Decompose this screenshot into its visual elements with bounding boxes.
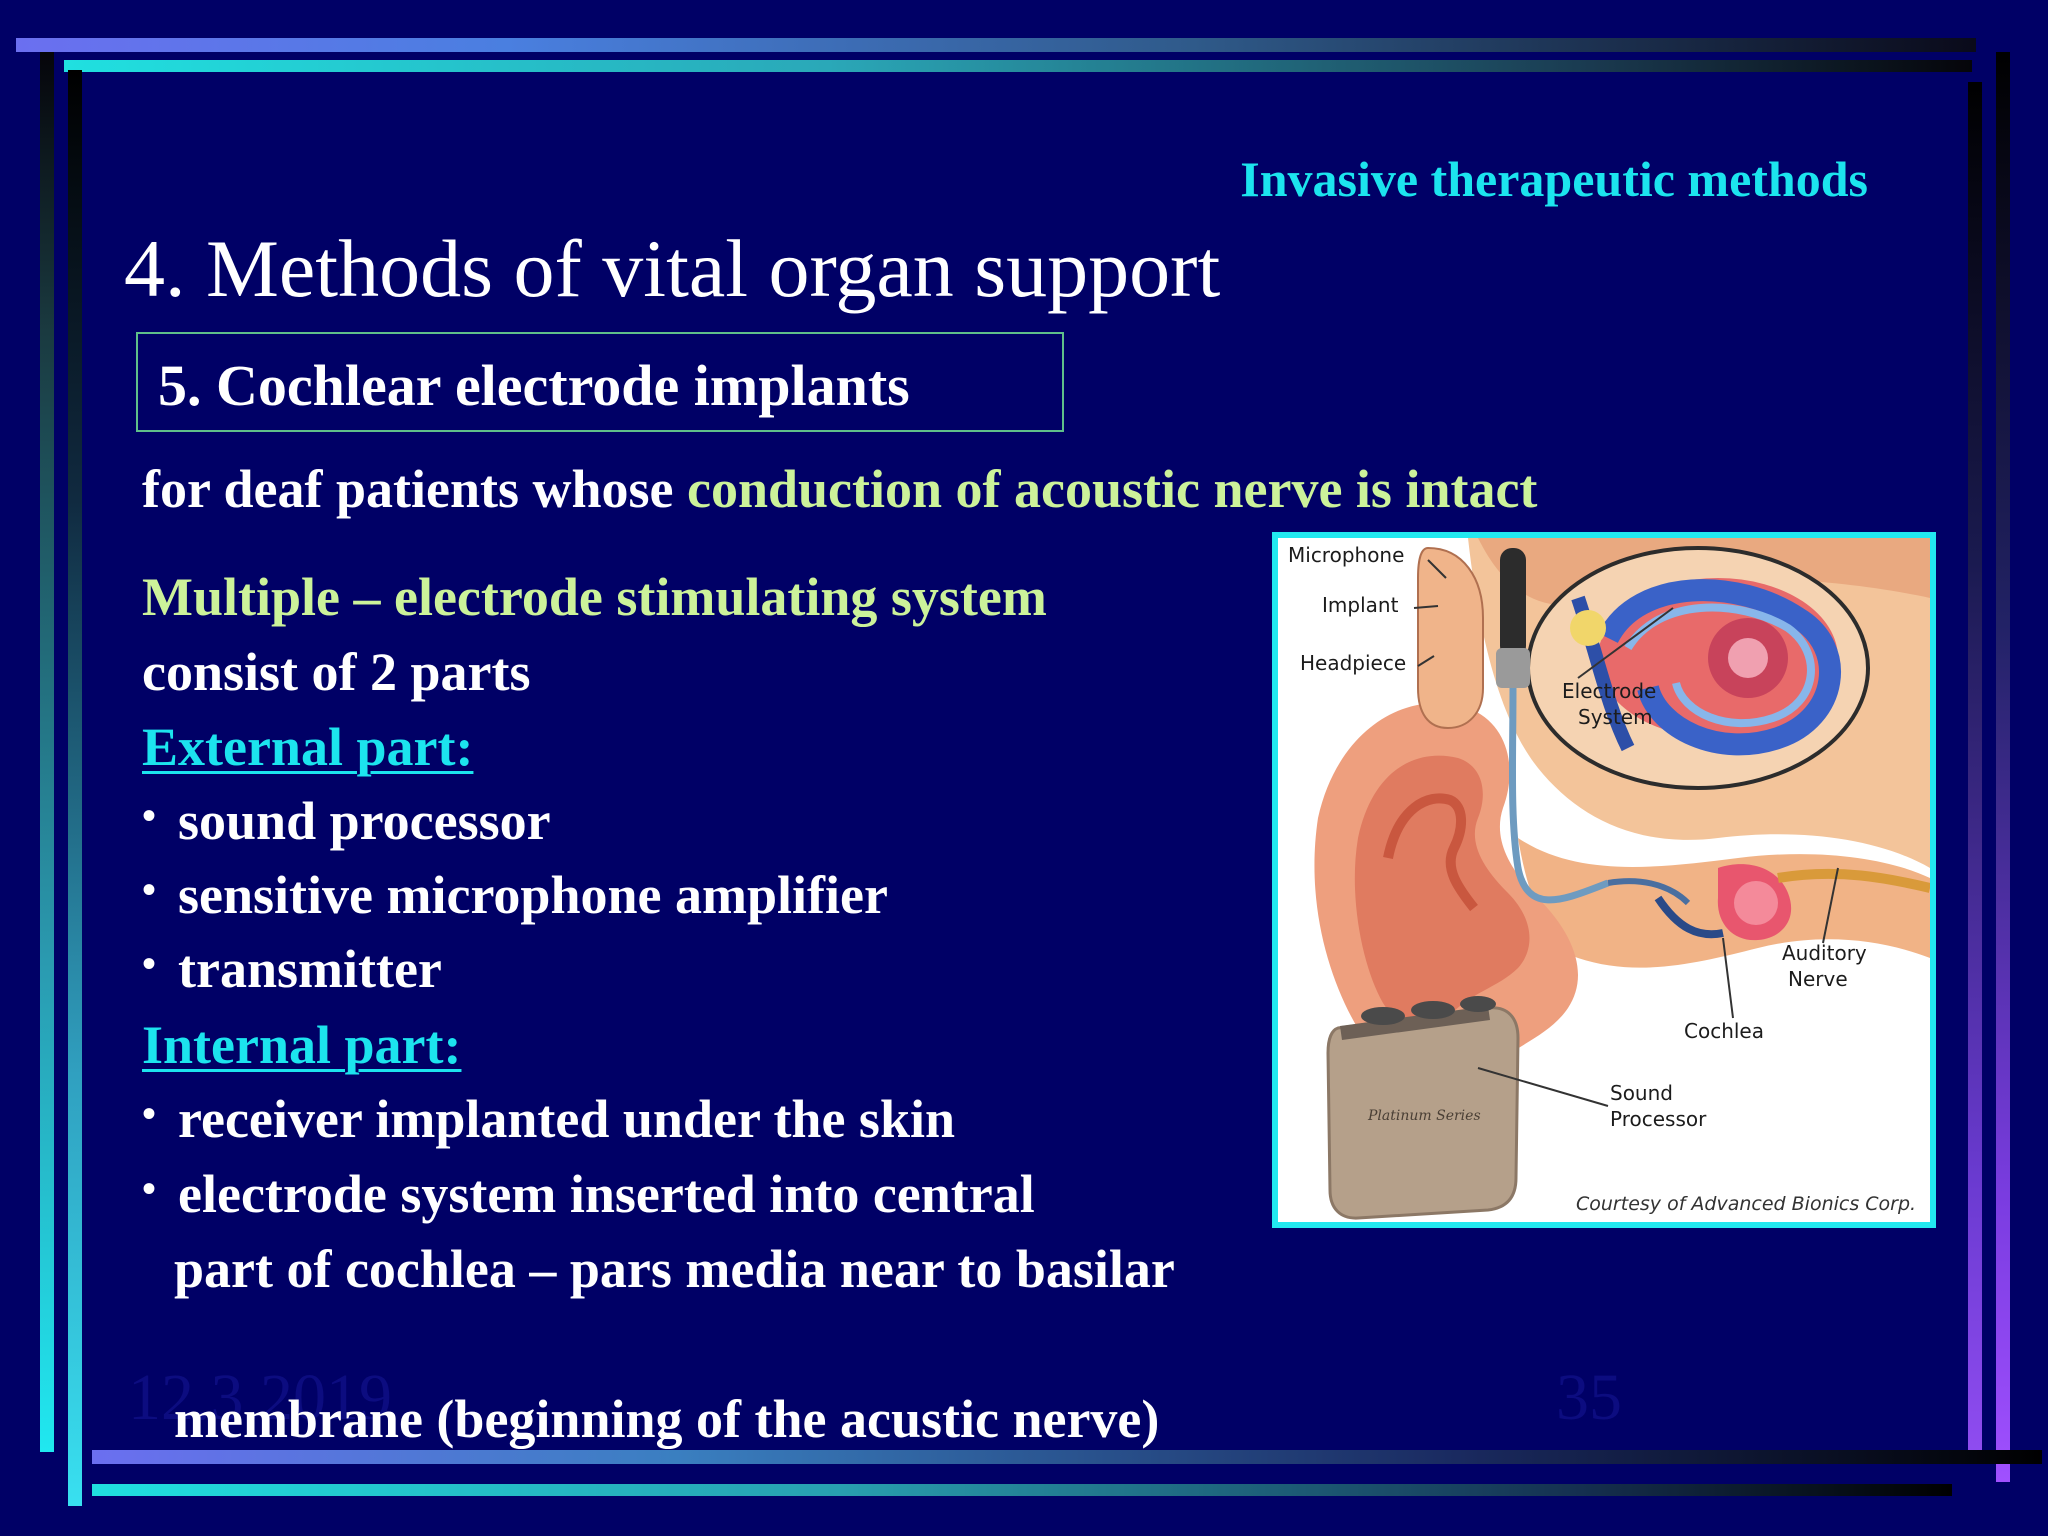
cochlear-implant-illustration: Platinum Series Microphone Implant Headp… xyxy=(1272,532,1936,1228)
subtitle: 5. Cochlear electrode implants xyxy=(158,353,910,418)
label-auditory-2: Nerve xyxy=(1788,967,1848,991)
list-item-text: sound processor xyxy=(178,791,551,851)
intro-prefix: for deaf patients whose xyxy=(142,459,687,519)
subtitle-frame xyxy=(136,332,1064,432)
frame-bar-top xyxy=(16,38,1976,52)
frame-bar-bottom-inner xyxy=(92,1484,1952,1496)
bullet-icon: • xyxy=(142,1166,157,1211)
frame-bar-left xyxy=(40,52,54,1452)
list-item-text: electrode system inserted into central xyxy=(178,1164,1035,1224)
svg-text:Platinum Series: Platinum Series xyxy=(1367,1108,1481,1124)
intro-line: for deaf patients whose conduction of ac… xyxy=(142,458,1537,520)
list-item: • receiver implanted under the skin xyxy=(142,1088,955,1150)
intro-highlight: conduction of acoustic nerve is intact xyxy=(686,459,1538,519)
bullet-icon: • xyxy=(142,867,157,912)
label-headpiece: Headpiece xyxy=(1300,651,1406,675)
section-label: Invasive therapeutic methods xyxy=(1240,151,1868,207)
label-microphone: Microphone xyxy=(1288,543,1404,567)
list-item: • electrode system inserted into central xyxy=(142,1163,1035,1225)
list-item: • transmitter xyxy=(142,938,442,1000)
internal-heading-row: Internal part: xyxy=(142,1014,461,1076)
footer-date: 12.3.2019 xyxy=(128,1361,392,1434)
continuation-line: membrane (beginning of the acustic nerve… xyxy=(174,1389,1160,1449)
label-auditory-1: Auditory xyxy=(1782,941,1867,965)
parts-line: consist of 2 parts xyxy=(142,642,531,702)
label-cochlea: Cochlea xyxy=(1684,1019,1764,1043)
figure-credit: Courtesy of Advanced Bionics Corp. xyxy=(1576,1193,1916,1215)
bullet-icon: • xyxy=(142,941,157,986)
list-item: • sensitive microphone amplifier xyxy=(142,864,888,926)
frame-bar-bottom xyxy=(92,1450,2042,1464)
continuation-line: part of cochlea – pars media near to bas… xyxy=(174,1239,1175,1299)
external-heading-row: External part: xyxy=(142,716,473,778)
internal-part-link[interactable]: Internal part: xyxy=(142,1015,462,1075)
frame-bar-top-inner xyxy=(64,60,1972,72)
label-electrode-1: Electrode xyxy=(1562,679,1656,703)
list-item-text: transmitter xyxy=(178,939,442,999)
system-title: Multiple – electrode stimulating system xyxy=(142,567,1047,627)
label-sound-2: Processor xyxy=(1610,1107,1707,1131)
list-item-text: sensitive microphone amplifier xyxy=(178,865,888,925)
frame-bar-left-inner xyxy=(68,70,82,1506)
frame-bar-right xyxy=(1996,52,2010,1482)
frame-bar-right-inner xyxy=(1968,82,1982,1452)
external-part-link[interactable]: External part: xyxy=(142,717,474,777)
bullet-icon: • xyxy=(142,793,157,838)
ear-diagram: Platinum Series Microphone Implant Headp… xyxy=(1278,538,1930,1222)
label-implant: Implant xyxy=(1322,593,1399,617)
label-electrode-2: System xyxy=(1578,705,1653,729)
slide-number: 35 xyxy=(1556,1361,1622,1434)
page-title: 4. Methods of vital organ support xyxy=(124,223,1221,314)
bullet-icon: • xyxy=(142,1091,157,1136)
list-item: • sound processor xyxy=(142,790,551,852)
list-item-text: receiver implanted under the skin xyxy=(178,1089,956,1149)
label-sound-1: Sound xyxy=(1610,1081,1673,1105)
